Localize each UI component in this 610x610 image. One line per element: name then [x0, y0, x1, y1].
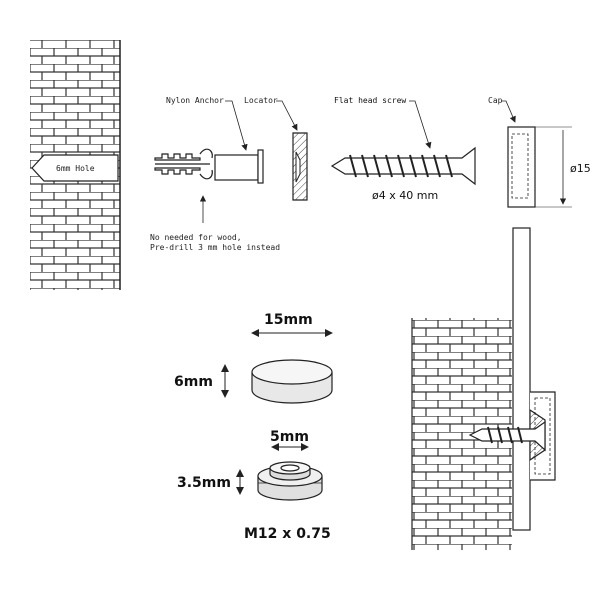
screw-label: Flat head screw	[334, 96, 406, 105]
screw-size-label: ø4 x 40 mm	[372, 189, 438, 202]
hole-marker: 6mm Hole	[31, 154, 119, 182]
cap-height-label: 6mm	[174, 374, 213, 390]
locator-label: Locator	[244, 96, 278, 105]
nylon-anchor	[154, 148, 264, 184]
cap-disc	[221, 329, 333, 404]
hole-label: 6mm Hole	[56, 164, 95, 173]
locator	[292, 132, 308, 201]
note-line-1: No needed for wood,	[150, 233, 242, 242]
flat-head-screw	[330, 146, 476, 186]
threaded-washer	[236, 443, 323, 501]
assembled-view	[411, 227, 556, 550]
nylon-anchor-label: Nylon Anchor	[166, 96, 224, 105]
cap-width-label: 15mm	[264, 312, 313, 328]
note-line-2: Pre-drill 3 mm hole instead	[150, 243, 280, 252]
thread-label: M12 x 0.75	[244, 526, 331, 542]
washer-height-label: 3.5mm	[177, 475, 231, 491]
installed-cap-and-screw	[468, 391, 556, 481]
cap	[507, 126, 572, 208]
cap-diameter-label: ø15	[570, 162, 591, 175]
washer-hole-label: 5mm	[270, 429, 309, 445]
wood-board	[512, 227, 531, 531]
cap-label: Cap	[488, 96, 503, 105]
